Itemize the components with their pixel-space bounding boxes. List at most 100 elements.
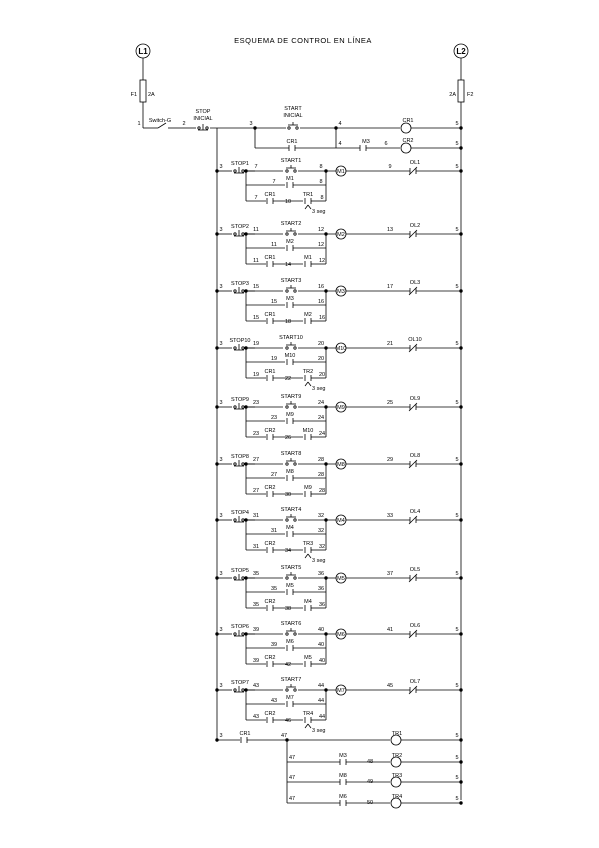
start-button	[293, 688, 297, 692]
stop-button-9	[233, 632, 237, 636]
start-button	[285, 632, 289, 636]
hold-wire-a: 39	[271, 642, 277, 648]
stop-button-3	[233, 289, 237, 293]
seal-wire-a: 19	[253, 372, 259, 378]
stop-button-7	[241, 518, 245, 522]
timer-mark	[307, 204, 312, 210]
hold-wire-a: 11	[271, 242, 277, 248]
seal-wire-b: 36	[319, 602, 325, 608]
start-button	[285, 576, 289, 580]
timer-label: 3 seg	[312, 386, 325, 392]
overload-contact	[408, 629, 418, 639]
motor-coil-label: M7	[337, 688, 345, 694]
rung-wire-5: 5	[455, 683, 458, 689]
rung-wire-3: 3	[219, 571, 222, 577]
seal-wire-c: 26	[285, 435, 291, 441]
stop-inicial-button	[205, 126, 209, 130]
hold-wire-a: 7	[272, 179, 275, 185]
start-button	[293, 518, 297, 522]
overload-label: OL4	[410, 509, 420, 515]
hold-contact-label: M9	[286, 412, 294, 418]
fuse-f2	[457, 79, 465, 103]
seal-wire-b: 12	[319, 258, 325, 264]
start-button	[293, 632, 297, 636]
hold-contact-label: M1	[286, 176, 294, 182]
seal-wire-c: 22	[285, 376, 291, 382]
rung-wire-5: 5	[455, 164, 458, 170]
stop-label: STOP5	[231, 568, 249, 574]
start-button	[293, 462, 297, 466]
overload-label: OL5	[410, 567, 420, 573]
hold-wire-a: 35	[271, 586, 277, 592]
seal-contact-b-label: M9	[304, 485, 312, 491]
start-button	[285, 232, 289, 236]
rung-wire-5: 5	[455, 227, 458, 233]
overload-contact	[408, 343, 418, 353]
hold-wire-b: 12	[318, 242, 324, 248]
rung-wire-3: 3	[219, 284, 222, 290]
seal-wire-a: 31	[253, 544, 259, 550]
seal-contact-b-label: M1	[304, 255, 312, 261]
l1-label: L1	[138, 47, 148, 56]
overload-label: OL2	[410, 223, 420, 229]
seal-wire-c: 18	[285, 319, 291, 325]
timer-mark	[304, 723, 309, 729]
seal-wire-a: 39	[253, 658, 259, 664]
overload-label: OL1	[410, 160, 420, 166]
stop-label: STOP3	[231, 281, 249, 287]
seal-wire-a: 15	[253, 315, 259, 321]
stop-label: STOP7	[231, 680, 249, 686]
rung-wire-5: 5	[455, 457, 458, 463]
wire-a: 7	[254, 164, 257, 170]
overload-contact	[408, 286, 418, 296]
seal-contact-a-label: CR2	[264, 599, 275, 605]
main-wire-1: 1	[137, 121, 140, 127]
main-wire-4: 4	[338, 121, 341, 127]
seal-wire-b: 44	[319, 714, 325, 720]
motor-coil-label: M2	[337, 232, 345, 238]
wire-coil: 33	[387, 513, 393, 519]
timer-contact-label: M6	[339, 794, 347, 800]
seal-contact-a-label: CR2	[264, 541, 275, 547]
start-label: START7	[281, 677, 302, 683]
seal-wire-a: 23	[253, 431, 259, 437]
stop-label: STOP6	[231, 624, 249, 630]
rail-dot	[459, 688, 463, 692]
timer-wire-47: 47	[289, 755, 295, 761]
start-button	[285, 346, 289, 350]
start-button	[285, 289, 289, 293]
start-inicial-button	[287, 126, 291, 130]
stop-button-4	[241, 346, 245, 350]
timer-wire-47: 47	[289, 796, 295, 802]
rail-dot	[459, 462, 463, 466]
cr2-coil-label: CR2	[402, 138, 413, 144]
seal-wire-b: 40	[319, 658, 325, 664]
motor-coil-label: M6	[337, 632, 345, 638]
seal-contact-b-label: M2	[304, 312, 312, 318]
main-wire-2: 2	[182, 121, 185, 127]
start-button	[285, 405, 289, 409]
rail-dot	[459, 738, 463, 742]
main-wire-3: 3	[249, 121, 252, 127]
hold-wire-b: 28	[318, 472, 324, 478]
seal-contact-a-label: CR1	[264, 369, 275, 375]
switch-g-label: Switch-G	[149, 118, 171, 124]
timer-mark	[304, 553, 309, 559]
timer-coil-label: TR2	[392, 753, 402, 759]
stop-button-2	[233, 232, 237, 236]
start-label: START2	[281, 221, 302, 227]
hold-wire-a: 19	[271, 356, 277, 362]
seal-wire-b: 32	[319, 544, 325, 550]
stop-label: STOP4	[231, 510, 249, 516]
wire-coil: 41	[387, 627, 393, 633]
wire-coil: 17	[387, 284, 393, 290]
timer-wire: 50	[367, 800, 373, 806]
seal-wire-c: 30	[285, 492, 291, 498]
timer-contact-label: M8	[339, 773, 347, 779]
overload-label: OL9	[410, 396, 420, 402]
hold-wire-a: 15	[271, 299, 277, 305]
fuse-f2-label: F2	[467, 92, 473, 98]
cr1-coil	[400, 122, 412, 134]
timer-wire-5: 5	[455, 796, 458, 802]
